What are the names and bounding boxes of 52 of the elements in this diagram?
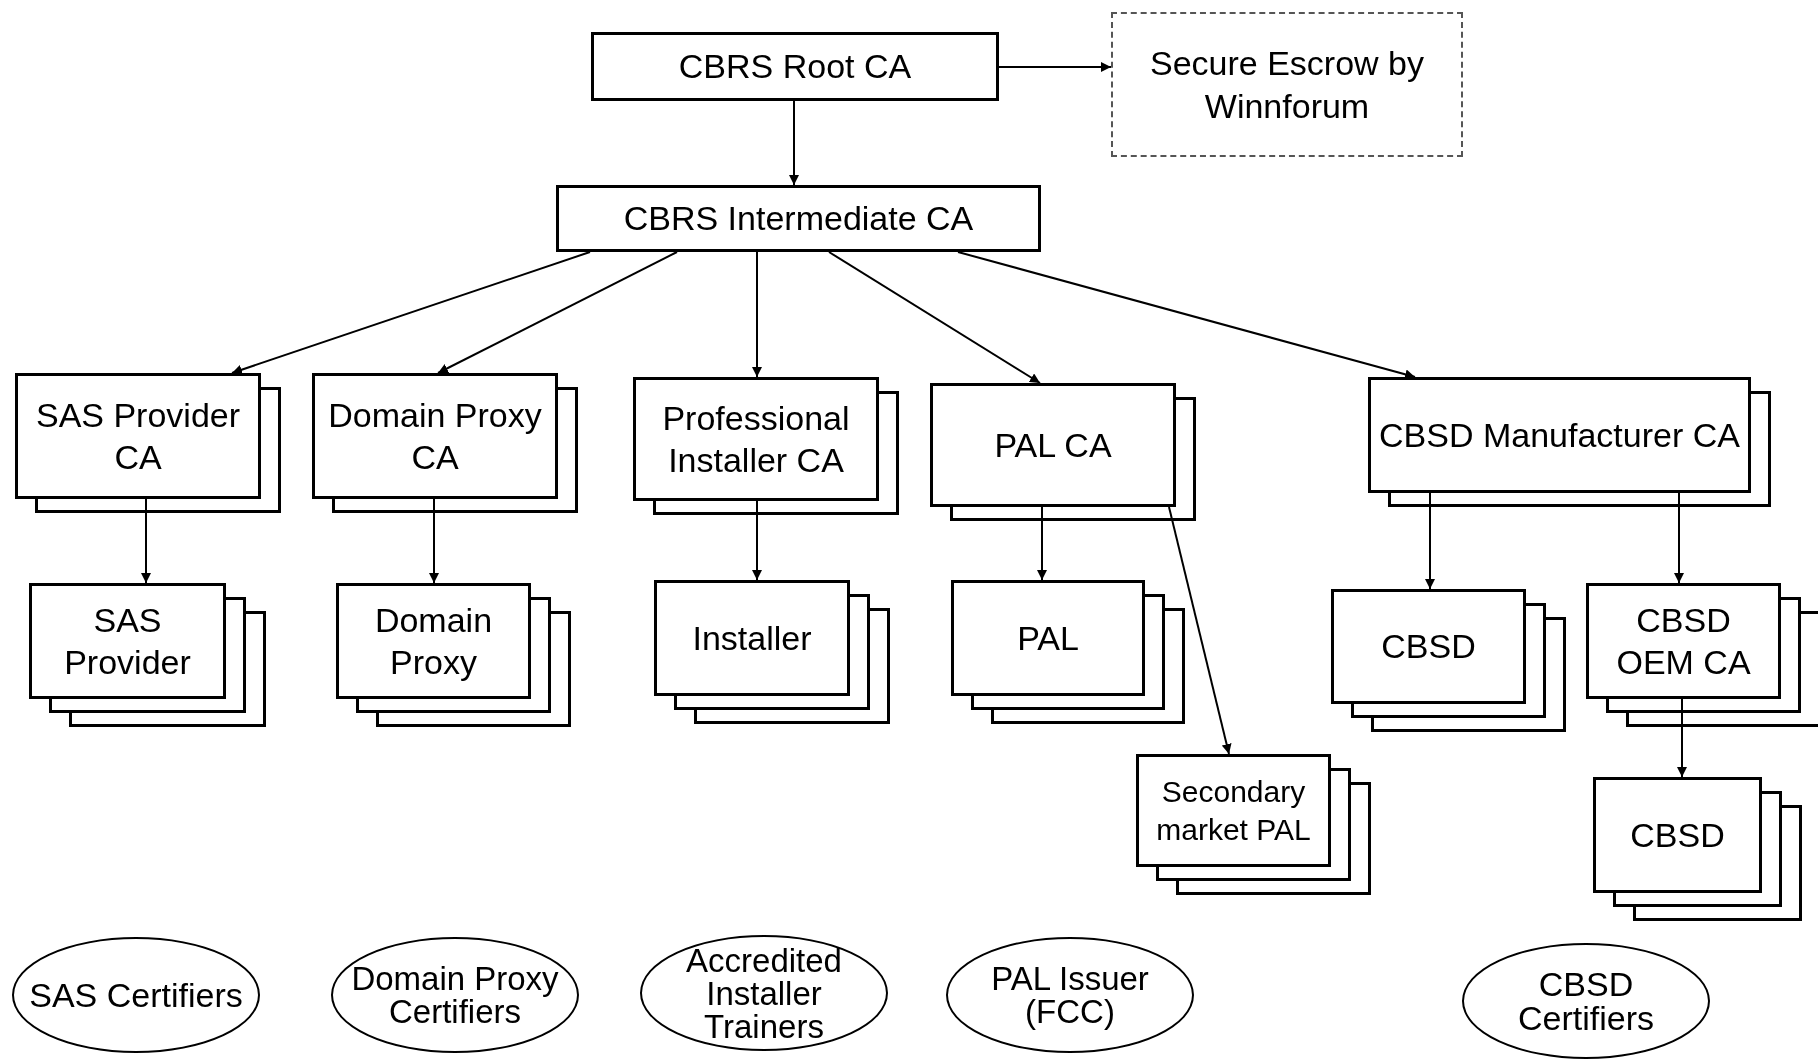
certificate-box (1136, 754, 1331, 867)
arrow (1168, 506, 1232, 755)
node-label: PAL CA (993, 424, 1113, 466)
node-label: CBSD OEM CA (1615, 599, 1752, 683)
node-label: SAS Provider (63, 599, 192, 683)
node-label: Domain Proxy Certifiers (350, 962, 560, 1028)
node-label: SAS Certifiers (28, 978, 244, 1012)
node-label: PAL Issuer (FCC) (990, 962, 1150, 1028)
arrow (1037, 506, 1047, 581)
node-label: SAS Provider CA (34, 394, 242, 478)
node-label: CBRS Root CA (677, 46, 913, 88)
certificate-box (29, 583, 226, 699)
certificate-box (312, 373, 558, 499)
arrow (429, 498, 439, 584)
certificate-box (15, 373, 261, 499)
certificate-box (633, 377, 879, 501)
certificate-box (1586, 583, 1781, 699)
node-label: CBSD Certifiers (1517, 967, 1655, 1035)
node-label: PAL (1016, 617, 1080, 659)
arrow (141, 498, 151, 584)
certificate-box (556, 185, 1041, 252)
node-label: CBSD (1629, 814, 1726, 856)
dashed-box (1111, 12, 1463, 157)
certificate-box (1368, 377, 1751, 493)
node-label: Secondary market PAL (1155, 774, 1312, 848)
node-label: Professional Installer CA (661, 397, 851, 481)
node-label: CBSD (1380, 626, 1477, 668)
arrow (752, 500, 762, 581)
arrow (1425, 492, 1435, 590)
certificate-box (930, 383, 1176, 507)
certificate-box (336, 583, 531, 699)
arrow (752, 251, 762, 378)
node-label: Installer (691, 617, 813, 659)
node-label: CBSD Manufacturer CA (1378, 414, 1741, 456)
node-label: Accredited Installer Trainers (685, 943, 843, 1043)
certificate-box (1593, 777, 1762, 893)
arrow (437, 251, 678, 374)
certificate-box (591, 32, 999, 101)
arrow (1674, 492, 1684, 584)
certificate-box (1331, 589, 1526, 704)
arrow (1677, 698, 1687, 778)
node-label: Domain Proxy CA (327, 394, 543, 478)
node-label: Secure Escrow by Winnforum (1149, 43, 1425, 127)
arrow (231, 251, 591, 375)
certificate-box (951, 580, 1145, 696)
arrow (957, 251, 1416, 380)
arrow (789, 100, 799, 186)
node-label: Domain Proxy (373, 599, 494, 683)
node-label: CBRS Intermediate CA (622, 198, 975, 240)
arrow (998, 62, 1112, 72)
arrow (828, 251, 1041, 384)
certificate-box (654, 580, 850, 696)
